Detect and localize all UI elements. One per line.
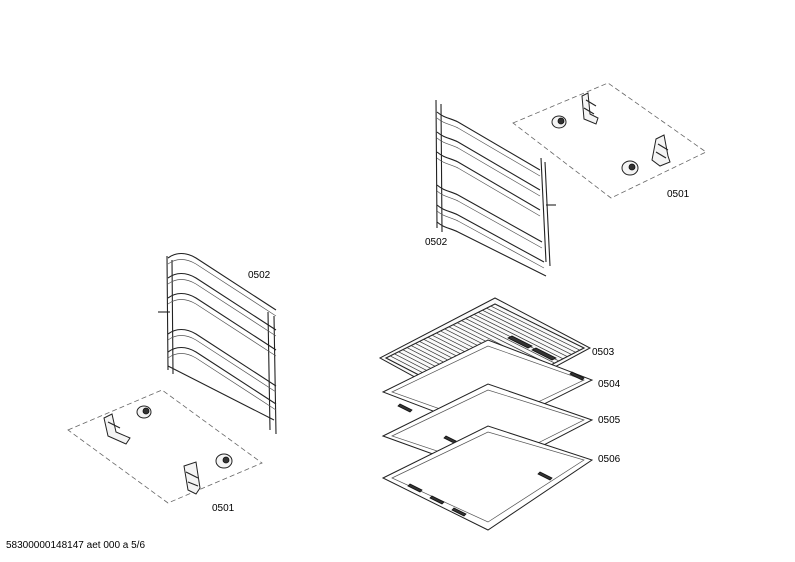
rack-bar bbox=[490, 305, 580, 351]
rail-knob-top-2 bbox=[621, 160, 639, 176]
label-0506: 0506 bbox=[598, 454, 621, 465]
baking-tray-0506: 0506 bbox=[381, 425, 621, 531]
rack-bar bbox=[478, 311, 568, 357]
clip-group-bottom: 0501 bbox=[67, 389, 263, 514]
rail-bracket-bottom-2 bbox=[183, 461, 201, 495]
rack-bar bbox=[486, 307, 576, 353]
rack-bar bbox=[465, 318, 555, 364]
clip-group-top: 0501 bbox=[512, 82, 707, 200]
rack-bar bbox=[482, 309, 572, 355]
dashed-group-outline-bottom bbox=[67, 389, 263, 504]
rack-bar bbox=[473, 314, 564, 360]
side-rail-left: 0502 bbox=[158, 252, 277, 435]
label-0502-left: 0502 bbox=[248, 270, 271, 281]
rail-knob-top-1 bbox=[551, 115, 567, 129]
label-0502-top: 0502 bbox=[425, 237, 448, 248]
side-rail-top: 0502 bbox=[425, 99, 556, 277]
rail-bracket-top-1 bbox=[581, 92, 599, 125]
rail-bracket-bottom-1 bbox=[103, 413, 131, 445]
label-0504: 0504 bbox=[598, 379, 621, 390]
dashed-group-outline-top bbox=[512, 82, 707, 199]
label-0501-bottom: 0501 bbox=[212, 503, 235, 514]
rail-knob-bottom-1 bbox=[136, 405, 152, 419]
label-0503: 0503 bbox=[592, 347, 615, 358]
document-footer: 58300000148147 aet 000 a 5/6 bbox=[6, 540, 146, 551]
rail-knob-bottom-2 bbox=[215, 453, 233, 469]
rail-bracket-top-2 bbox=[651, 134, 671, 167]
label-0505: 0505 bbox=[598, 415, 621, 426]
label-0501-top: 0501 bbox=[667, 189, 690, 200]
